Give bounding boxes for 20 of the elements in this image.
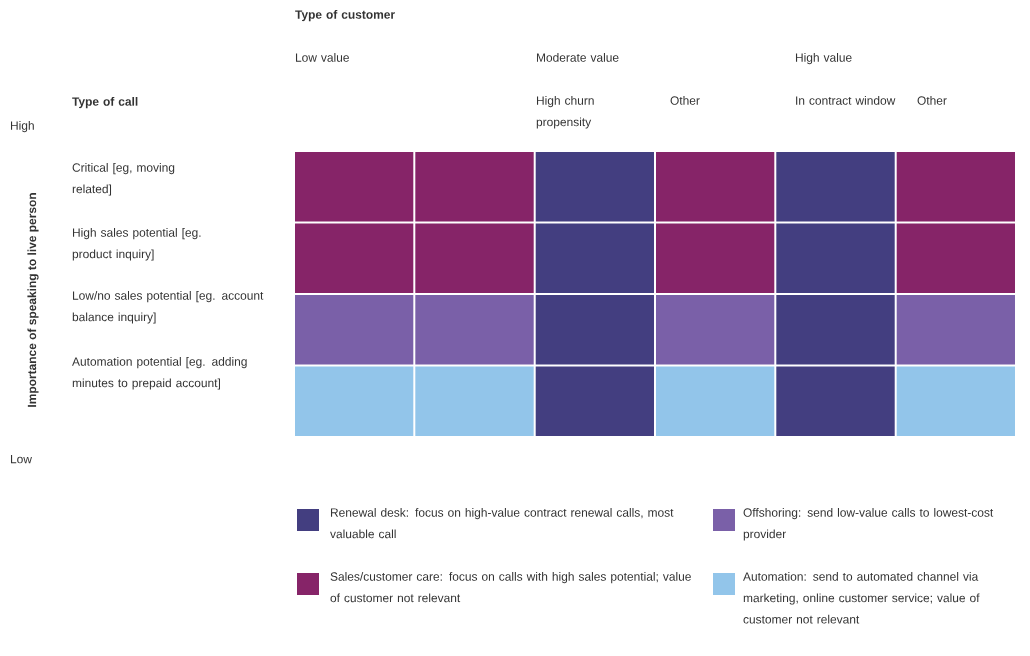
scale-label: Low [11, 455, 32, 464]
column-header: Other [917, 96, 947, 105]
legend-text: Sales/customer care: focus on calls with high sales potential; value of customer not relevant [330, 572, 691, 603]
row-label: High sales potential [eg. product inquiry] [72, 228, 201, 261]
row-label: Low/no sales potential [eg. account balance inquiry] [72, 291, 264, 324]
column-header: Moderate value [537, 53, 619, 62]
scale-label: High [11, 121, 34, 133]
legend-text: Automation: send to automated channel via marketing, online customer service; value of customer not relevant [743, 572, 980, 624]
row-label: Automation potential [eg. adding minutes to prepaid account] [72, 357, 247, 390]
axis-title: Type of customer [295, 10, 395, 22]
column-header: In contract window [796, 96, 896, 105]
column-header: High value [796, 53, 852, 65]
axis-title: Type of call [72, 97, 138, 109]
column-header: Other [670, 96, 700, 105]
column-header: Low value [296, 53, 349, 62]
column-header: High churn propensity [536, 96, 594, 129]
axis-title: Importance of speaking to live person [27, 193, 39, 407]
legend-text: Renewal desk: focus on high-value contract renewal calls, most valuable call [330, 508, 674, 539]
legend-text: Offshoring: send low-value calls to lowest-cost provider [743, 508, 994, 541]
row-label: Critical [eg, moving related] [72, 163, 175, 196]
